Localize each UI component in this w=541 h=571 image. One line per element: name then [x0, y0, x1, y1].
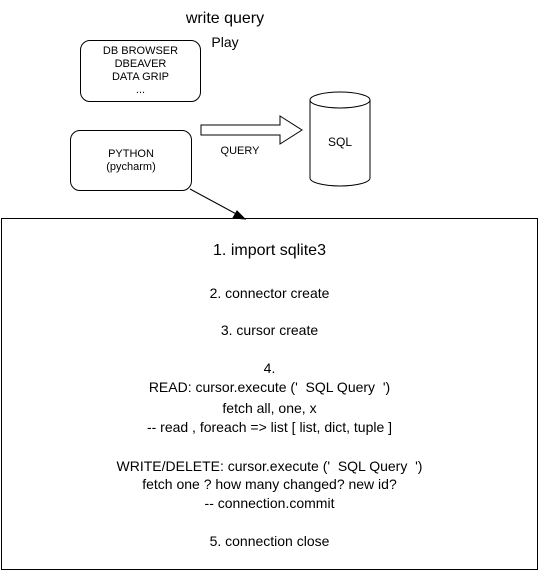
step-execute-number: 4.	[263, 360, 276, 376]
write-execute: WRITE/DELETE: cursor.execute (' SQL Quer…	[116, 458, 423, 474]
db-tool-line: ...	[135, 84, 146, 96]
step-connector: 2. connector create	[209, 285, 330, 301]
steps-panel: 1. import sqlite3 2. connector create 3.…	[1, 218, 538, 570]
write-fetch: fetch one ? how many changed? new id?	[142, 476, 397, 492]
read-fetch: fetch all, one, x	[222, 400, 317, 416]
db-tool-line: DATA GRIP	[111, 71, 170, 83]
db-tool-line: DB BROWSER	[102, 45, 179, 57]
pycharm-label: (pycharm)	[106, 160, 156, 173]
sql-database-label: SQL	[327, 135, 352, 149]
read-foreach: -- read , foreach => list [ list, dict, …	[146, 419, 393, 435]
python-box: PYTHON (pycharm)	[70, 130, 192, 191]
step-close: 5. connection close	[209, 533, 330, 549]
diagram-title: write query	[185, 10, 265, 27]
step-import: 1. import sqlite3	[213, 242, 326, 259]
db-tools-box: DB BROWSER DBEAVER DATA GRIP ...	[80, 40, 201, 102]
python-to-steps-arrow	[189, 188, 241, 217]
database-cylinder-icon	[309, 91, 371, 187]
db-tool-line: DBEAVER	[114, 58, 167, 70]
step-cursor: 3. cursor create	[220, 322, 319, 338]
block-arrow-icon	[200, 115, 303, 145]
query-edge-label: QUERY	[220, 145, 260, 157]
write-commit: -- connection.commit	[204, 495, 335, 511]
python-label: PYTHON	[108, 147, 154, 160]
read-execute: READ: cursor.execute (' SQL Query ')	[148, 379, 391, 395]
diagram-subtitle: Play	[211, 34, 239, 50]
